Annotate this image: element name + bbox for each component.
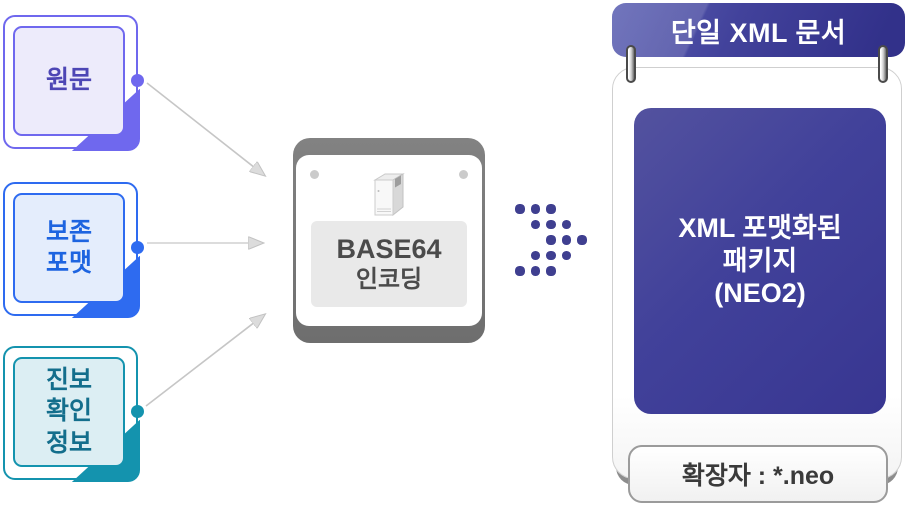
output-header-banner: 단일 XML 문서 — [612, 3, 905, 57]
connector-dot — [131, 74, 144, 87]
input-box-preservation-format: 보존 포맷 — [3, 182, 144, 318]
dotted-arrow-dot — [515, 204, 525, 214]
server-box-icon — [373, 173, 405, 217]
dotted-arrow-dot — [561, 250, 571, 260]
encoder-body: BASE64 인코딩 — [296, 155, 482, 326]
connector-dot — [131, 405, 144, 418]
binder-ring-icon — [626, 45, 636, 83]
dotted-arrow-dot — [530, 266, 540, 276]
dotted-arrow-dot — [546, 219, 556, 229]
binder-ring-icon — [878, 45, 888, 83]
screw-dot-icon — [459, 170, 468, 179]
label-line: 포맷 — [45, 249, 92, 277]
input-box-authenticity-info: 진보 확인 정보 — [3, 346, 144, 482]
dotted-arrow-dot — [561, 235, 571, 245]
input-box-label: 진보 확인 정보 — [13, 357, 125, 467]
package-line: 패키지 — [722, 245, 798, 276]
dotted-arrow-dot — [546, 266, 556, 276]
screw-dot-icon — [310, 170, 319, 179]
dotted-arrow-dot — [546, 250, 556, 260]
output-panel: XML 포맷화된 패키지 (NEO2) — [612, 67, 902, 479]
label-line: 정보 — [45, 428, 92, 457]
dotted-arrow-dot — [561, 219, 571, 229]
package-line: (NEO2) — [714, 278, 806, 309]
encoder-title: BASE64 — [336, 234, 442, 265]
connector-dot — [131, 241, 144, 254]
output-header-title: 단일 XML 문서 — [670, 17, 847, 48]
dotted-arrow-dot — [530, 219, 540, 229]
label-line: 원문 — [45, 66, 92, 95]
dotted-arrow-dot — [530, 204, 540, 214]
input-box-label: 보존 포맷 — [13, 193, 125, 303]
extension-label: 확장자 : *.neo — [628, 445, 888, 503]
label-line: 확인 — [45, 397, 92, 426]
label-line: 진보 — [45, 366, 92, 395]
label-line: 보존 — [45, 217, 92, 246]
dotted-arrow-dot — [546, 204, 556, 214]
package-line: XML 포맷화된 — [678, 212, 842, 243]
dotted-arrow-dot — [577, 235, 587, 245]
encoder-box: BASE64 인코딩 — [293, 138, 485, 343]
dotted-arrow-dot — [515, 266, 525, 276]
dotted-arrow-dot — [530, 250, 540, 260]
package-box: XML 포맷화된 패키지 (NEO2) — [634, 108, 886, 414]
encoder-subtitle: 인코딩 — [355, 265, 423, 293]
encoder-label: BASE64 인코딩 — [311, 221, 467, 307]
input-box-label: 원문 — [13, 26, 125, 136]
extension-text: 확장자 : *.neo — [681, 462, 835, 490]
dotted-arrow-icon — [515, 204, 590, 279]
dotted-arrow-dot — [546, 235, 556, 245]
input-box-source-text: 원문 — [3, 15, 144, 151]
